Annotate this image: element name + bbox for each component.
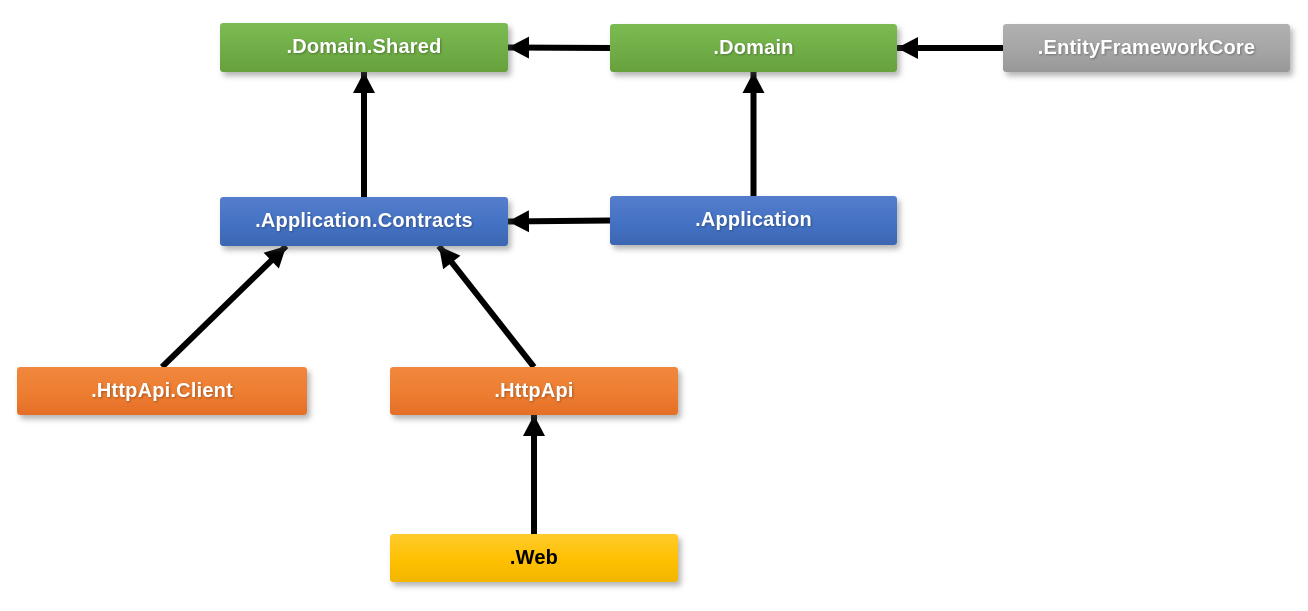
node-entityframeworkcore: .EntityFrameworkCore	[1003, 24, 1290, 72]
node-httpapi: .HttpApi	[390, 367, 678, 415]
node-web: .Web	[390, 534, 678, 582]
node-application: .Application	[610, 196, 897, 245]
node-application-contracts: .Application.Contracts	[220, 197, 508, 246]
dependency-arrow	[159, 243, 289, 370]
dependency-arrow	[507, 210, 611, 233]
node-domain: .Domain	[610, 24, 897, 72]
dependency-arrow	[436, 244, 537, 369]
dependency-arrow	[507, 36, 611, 59]
node-domain-shared: .Domain.Shared	[220, 23, 508, 72]
node-httpapi-client: .HttpApi.Client	[17, 367, 307, 415]
